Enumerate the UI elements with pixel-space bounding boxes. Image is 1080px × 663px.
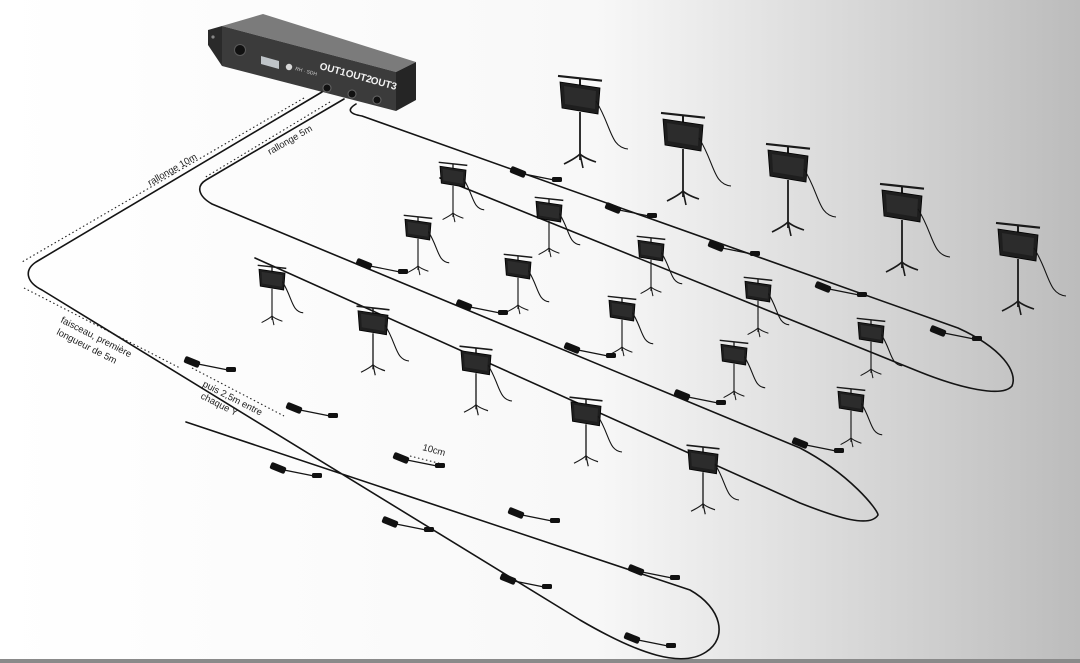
dim-faisceau	[23, 287, 181, 369]
music-stands	[257, 74, 1067, 515]
music-stand	[879, 182, 951, 277]
music-stand	[607, 295, 654, 357]
music-stand	[438, 161, 485, 223]
music-stand	[503, 253, 550, 315]
y-splitter	[381, 516, 434, 532]
music-stand	[534, 196, 581, 258]
dim-10cm	[409, 455, 443, 465]
music-stand	[459, 345, 513, 416]
music-stand	[636, 235, 683, 297]
music-stand	[569, 396, 623, 467]
dim-puis	[191, 367, 285, 417]
y-splitter	[507, 507, 560, 523]
y-splitter	[623, 632, 676, 648]
music-stand	[257, 264, 304, 326]
y-splitter	[563, 342, 616, 358]
out1-connector	[322, 83, 332, 93]
cables	[27, 91, 1014, 660]
music-stand	[403, 214, 450, 276]
y-splitter	[355, 258, 408, 274]
music-stand	[995, 221, 1067, 316]
display-window	[261, 56, 279, 69]
y-splitter	[509, 166, 562, 182]
y-splitter	[814, 281, 867, 297]
extension-cable-5m	[199, 98, 879, 522]
music-stand	[557, 74, 629, 169]
dim-rallonge-10m	[21, 97, 305, 263]
rack-unit: RH · SDH OUT1 OUT2 OUT3	[208, 14, 416, 111]
y-splitter	[929, 325, 982, 341]
brand-text: RH · SDH	[294, 66, 317, 78]
y-splitter	[791, 437, 844, 453]
y-splitter	[707, 240, 760, 256]
music-stand	[765, 142, 837, 237]
out3-cable	[349, 103, 1014, 393]
out3-connector	[372, 95, 382, 105]
y-splitter	[627, 564, 680, 580]
out2-connector	[347, 89, 357, 99]
brand-logo	[285, 63, 293, 71]
music-stand	[356, 305, 410, 376]
y-splitter	[499, 573, 552, 589]
y-splitter	[455, 299, 508, 315]
y-splitter	[392, 452, 445, 468]
y-splitter	[285, 402, 338, 418]
music-stand	[743, 276, 790, 338]
extension-cable-10m	[27, 91, 720, 660]
music-stand	[686, 444, 740, 515]
y-splitter	[183, 356, 236, 372]
music-stand	[856, 317, 903, 379]
music-stand	[719, 339, 766, 401]
y-splitter	[604, 202, 657, 218]
y-splitters	[183, 166, 982, 648]
y-splitter	[673, 389, 726, 405]
music-stand	[660, 111, 732, 206]
music-stand	[836, 386, 883, 448]
xlr-connector	[234, 44, 246, 56]
bottom-edge	[0, 659, 1080, 663]
y-splitter	[269, 462, 322, 478]
